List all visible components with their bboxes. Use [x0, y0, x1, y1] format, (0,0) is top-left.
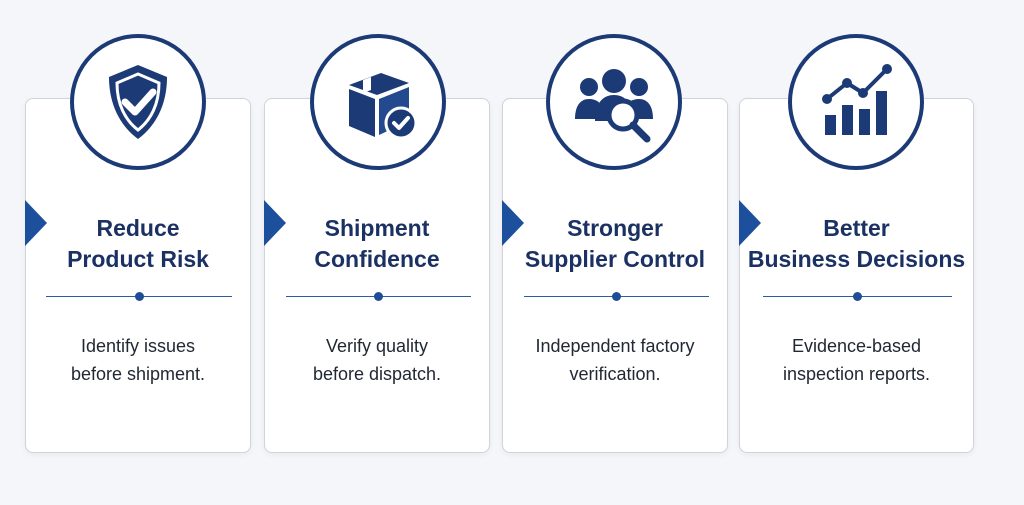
card-divider [286, 292, 471, 301]
card-arrow-marker [264, 200, 286, 246]
card-divider [46, 292, 232, 301]
icon-badge [788, 34, 924, 170]
shield-check-icon [109, 65, 167, 139]
box-check-icon [349, 73, 418, 140]
card-divider [524, 292, 709, 301]
icon-badge [70, 34, 206, 170]
card-arrow-marker [739, 200, 761, 246]
people-search-icon [575, 69, 653, 143]
bar-chart-trend-icon [822, 64, 892, 135]
icon-badge [546, 34, 682, 170]
card-arrow-marker [25, 200, 47, 246]
card-divider [763, 292, 952, 301]
card-arrow-marker [502, 200, 524, 246]
icon-badge [310, 34, 446, 170]
